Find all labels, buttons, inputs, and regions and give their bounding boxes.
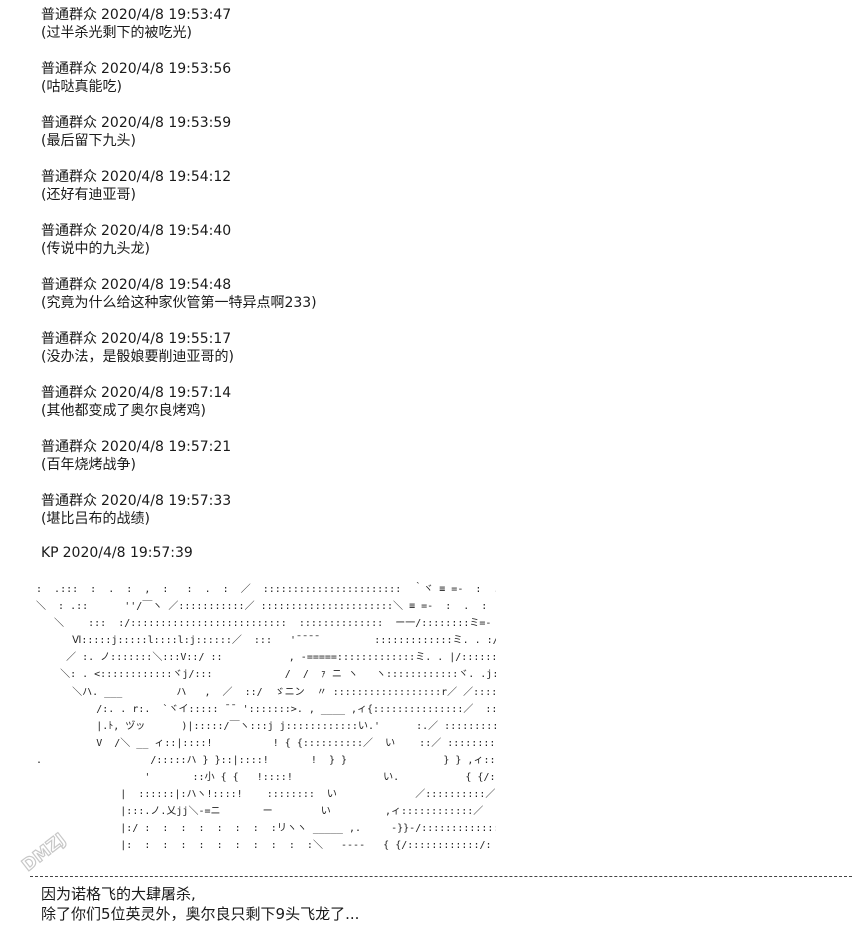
sender-name: 普通群众 — [41, 223, 97, 239]
timestamp: 2020/4/8 19:57:33 — [101, 493, 232, 509]
sender-name: KP — [41, 545, 59, 561]
timestamp: 2020/4/8 19:53:47 — [101, 7, 232, 23]
message-text: (最后留下九头) — [41, 133, 136, 149]
sender-name: 普通群众 — [41, 61, 97, 77]
sender-name: 普通群众 — [41, 169, 97, 185]
caption-line-1: 因为诺格飞的大肆屠杀, — [41, 885, 196, 903]
timestamp: 2020/4/8 19:57:21 — [101, 439, 232, 455]
sender-name: 普通群众 — [41, 277, 97, 293]
sender-name: 普通群众 — [41, 331, 97, 347]
narration-caption: 因为诺格飞的大肆屠杀, 除了你们5位英灵外，奥尔良只剩下9头飞龙了... — [41, 884, 359, 924]
ascii-art: : .::: : . : , : : . : ／ :::::::::::::::… — [36, 584, 496, 852]
caption-line-2: 除了你们5位英灵外，奥尔良只剩下9头飞龙了... — [41, 905, 360, 923]
message-text: (传说中的九头龙) — [41, 241, 150, 257]
timestamp: 2020/4/8 19:53:59 — [101, 115, 232, 131]
timestamp: 2020/4/8 19:54:12 — [101, 169, 232, 185]
watermark-logo-icon: DMZJ — [2, 810, 83, 891]
watermark-text: DMZJ — [18, 829, 69, 875]
message-text: (咕哒真能吃) — [41, 79, 122, 95]
timestamp: 2020/4/8 19:55:17 — [101, 331, 232, 347]
timestamp: 2020/4/8 19:57:14 — [101, 385, 232, 401]
timestamp: 2020/4/8 19:53:56 — [101, 61, 232, 77]
message-text: (堪比吕布的战绩) — [41, 511, 150, 527]
section-divider — [30, 876, 852, 877]
message-text: (过半杀光剩下的被吃光) — [41, 25, 192, 41]
message-text: (究竟为什么给这种家伙管第一特异点啊233) — [41, 295, 317, 311]
sender-name: 普通群众 — [41, 439, 97, 455]
timestamp: 2020/4/8 19:54:48 — [101, 277, 232, 293]
sender-name: 普通群众 — [41, 385, 97, 401]
timestamp: 2020/4/8 19:54:40 — [101, 223, 232, 239]
message-text: (还好有迪亚哥) — [41, 187, 136, 203]
sender-name: 普通群众 — [41, 7, 97, 23]
message-text: (没办法，是骰娘要削迪亚哥的) — [41, 349, 234, 365]
sender-name: 普通群众 — [41, 115, 97, 131]
sender-name: 普通群众 — [41, 493, 97, 509]
message-text: (其他都变成了奥尔良烤鸡) — [41, 403, 206, 419]
timestamp: 2020/4/8 19:57:39 — [62, 545, 193, 561]
message-text: (百年烧烤战争) — [41, 457, 136, 473]
